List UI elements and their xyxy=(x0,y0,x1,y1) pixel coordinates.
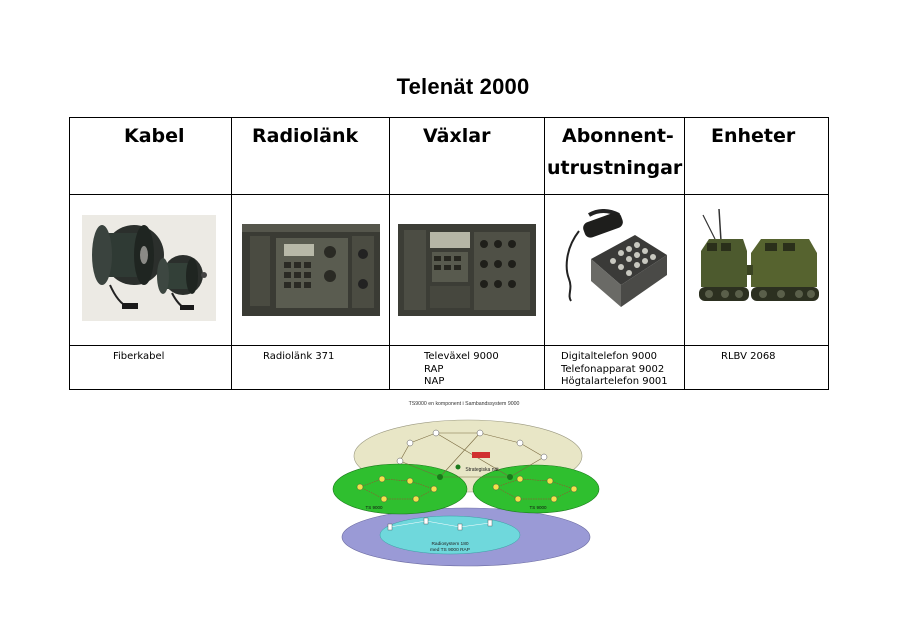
network-diagram: TS9000 en komponent i Sambandssystem 900… xyxy=(332,401,600,567)
rap-area-disc xyxy=(379,515,521,555)
caption-line: Televäxel 9000 xyxy=(424,351,499,362)
caption-line: Fiberkabel xyxy=(113,351,165,362)
header-utrustningar: utrustningar xyxy=(547,157,683,179)
header-enheter: Enheter xyxy=(711,125,796,147)
ts9000-left-disc xyxy=(332,463,468,515)
caption-vaxlar: Televäxel 9000 RAP NAP xyxy=(390,346,544,389)
radio-link-photo xyxy=(242,224,380,316)
strategic-label: Strategiska nät xyxy=(465,467,499,473)
header-cell: Växlar xyxy=(389,117,545,195)
caption-line: RAP xyxy=(424,363,444,375)
table-header-row: Kabel Radiolänk Växlar Abonnent- utrustn… xyxy=(69,117,829,195)
caption-line: Telefonapparat 9002 xyxy=(561,363,665,375)
ts-left-label: TS 9000 xyxy=(365,505,383,510)
header-cell: Kabel xyxy=(69,117,232,195)
diagram-title: TS9000 en komponent i Sambandssystem 900… xyxy=(409,401,520,407)
caption-line: Digitaltelefon 9000 xyxy=(561,351,658,362)
cable-reels-photo xyxy=(82,215,216,321)
page-title: Telenät 2000 xyxy=(396,74,530,99)
caption-line: Högtalartelefon 9001 xyxy=(561,376,668,387)
strategic-node-badge xyxy=(472,452,490,458)
caption-line: Radiolänk 371 xyxy=(263,351,335,362)
tracked-vehicle-photo xyxy=(699,208,819,301)
header-kabel: Kabel xyxy=(124,125,185,147)
field-telephone-photo xyxy=(565,209,667,307)
radio-label-2: med TS 9000 RAP xyxy=(430,547,470,553)
header-cell: Enheter xyxy=(684,117,829,195)
caption-abonnent: Digitaltelefon 9000 Telefonapparat 9002 … xyxy=(545,346,684,389)
caption-radiolank: Radiolänk 371 xyxy=(232,346,389,364)
header-cell: Abonnent- utrustningar xyxy=(544,117,685,195)
table-image-row xyxy=(69,194,829,346)
header-radiolank: Radiolänk xyxy=(252,125,359,147)
caption-kabel: Fiberkabel xyxy=(70,346,231,364)
caption-line: NAP xyxy=(424,376,445,387)
caption-enheter: RLBV 2068 xyxy=(685,346,828,364)
radio-label-1: Radiosystem 180 xyxy=(431,541,468,547)
header-abonnent: Abonnent- xyxy=(562,125,674,147)
equipment-table: Kabel Radiolänk Växlar Abonnent- utrustn… xyxy=(69,117,829,390)
table-caption-row: Fiberkabel Radiolänk 371 Televäxel 9000 … xyxy=(69,345,829,390)
caption-line: RLBV 2068 xyxy=(721,351,776,362)
header-cell: Radiolänk xyxy=(231,117,390,195)
ts-right-label: TS 9000 xyxy=(529,505,547,510)
header-vaxlar: Växlar xyxy=(423,125,491,147)
telephone-exchange-photo xyxy=(398,224,536,316)
